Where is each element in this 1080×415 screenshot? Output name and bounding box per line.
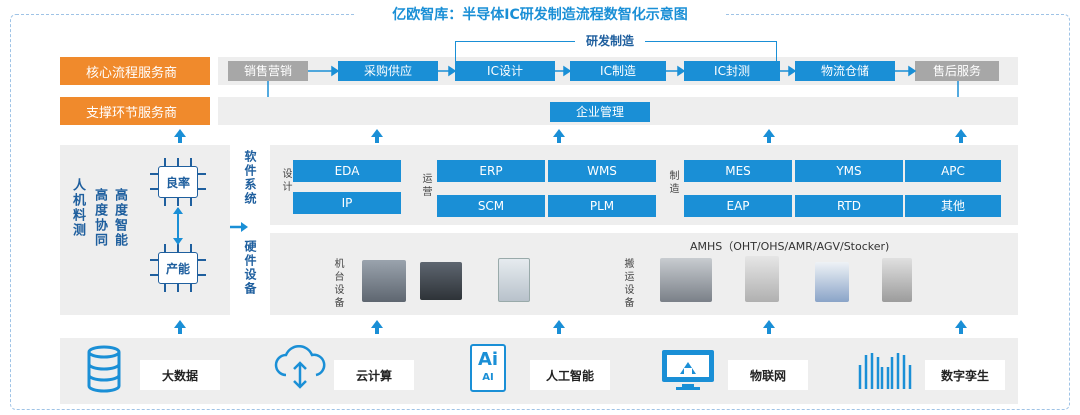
sw-eap: EAP	[684, 195, 792, 217]
sw-other: 其他	[905, 195, 1001, 217]
software-label: 软件系统	[243, 150, 257, 206]
core-row-text: 核心流程服务商	[86, 65, 178, 81]
step-procurement: 采购供应	[338, 61, 438, 81]
sw-plm: PLM	[548, 195, 656, 217]
arrow-up-3	[763, 129, 775, 143]
step-ic-packaging: IC封测	[684, 61, 780, 81]
step-sales: 销售营销	[228, 61, 308, 81]
yield-label: 良率	[158, 166, 198, 198]
step-logistics: 物流仓储	[795, 61, 895, 81]
handling-label: 搬运设备	[622, 258, 633, 310]
tech-digital-twin: 数字孪生	[925, 360, 1005, 390]
sw-ip: IP	[293, 192, 401, 214]
arrow-up-4	[955, 129, 967, 143]
arrow-up-2	[553, 129, 565, 143]
agv-image-3	[815, 262, 849, 302]
agv-image-1	[660, 258, 712, 302]
arrow-up-b0	[174, 320, 186, 334]
enterprise-mgmt: 企业管理	[550, 102, 650, 122]
arrow-up-b2	[553, 320, 565, 334]
yield-chip-icon: 良率	[148, 158, 208, 206]
core-row-label: 核心流程服务商	[60, 57, 210, 85]
diagram-title: 亿欧智库：半导体IC研发制造流程数智化示意图	[355, 5, 725, 25]
digital-twin-icon	[858, 353, 912, 389]
sw-wms: WMS	[548, 160, 656, 182]
mfg-label: 制造	[667, 170, 678, 196]
step-after-sales: 售后服务	[915, 61, 999, 81]
ai-icon-sub: AI	[482, 372, 494, 383]
amhs-label: AMHS（OHT/OHS/AMR/AGV/Stocker)	[690, 240, 890, 253]
capacity-label: 产能	[158, 252, 198, 284]
sw-rtd: RTD	[795, 195, 903, 217]
left-to-right-arrow	[230, 222, 248, 232]
tech-ai: 人工智能	[530, 360, 610, 390]
left-col-1: 人机料测	[70, 178, 85, 238]
ai-icon-text: Ai	[477, 349, 499, 370]
capacity-chip-icon: 产能	[148, 244, 208, 292]
sw-erp: ERP	[437, 160, 545, 182]
step-ic-design: IC设计	[455, 61, 555, 81]
ai-icon: Ai AI	[470, 344, 506, 392]
arrow-up-left	[174, 129, 186, 143]
sw-yms: YMS	[795, 160, 903, 182]
agv-image-4	[882, 258, 912, 302]
left-col-3: 高度智能	[112, 188, 127, 248]
ops-label: 运营	[420, 173, 431, 199]
machine-label: 机台设备	[332, 258, 343, 310]
tech-bigdata: 大数据	[140, 360, 220, 390]
hardware-label: 硬件设备	[243, 240, 257, 296]
database-icon	[87, 345, 121, 393]
arrow-up-b4	[955, 320, 967, 334]
sw-eda: EDA	[293, 160, 401, 182]
tech-cloud: 云计算	[334, 360, 414, 390]
machine-image-1	[362, 260, 406, 302]
left-col-2: 高度协同	[92, 188, 107, 248]
arrow-up-b1	[371, 320, 383, 334]
sw-mes: MES	[684, 160, 792, 182]
support-row-label: 支撑环节服务商	[60, 97, 210, 125]
rd-group-label: 研发制造	[575, 33, 645, 49]
arrow-up-1	[371, 129, 383, 143]
sw-apc: APC	[905, 160, 1001, 182]
sw-scm: SCM	[437, 195, 545, 217]
machine-image-2	[420, 262, 462, 300]
machine-image-3	[498, 258, 530, 302]
iot-monitor-icon	[662, 350, 714, 390]
arrow-up-b3	[763, 320, 775, 334]
support-row-text: 支撑环节服务商	[86, 105, 178, 121]
tech-iot: 物联网	[728, 360, 808, 390]
chip-link-arrows	[173, 207, 183, 245]
agv-image-2	[745, 256, 779, 302]
design-label: 设计	[280, 168, 291, 194]
cloud-icon	[274, 345, 326, 389]
step-ic-mfg: IC制造	[570, 61, 666, 81]
